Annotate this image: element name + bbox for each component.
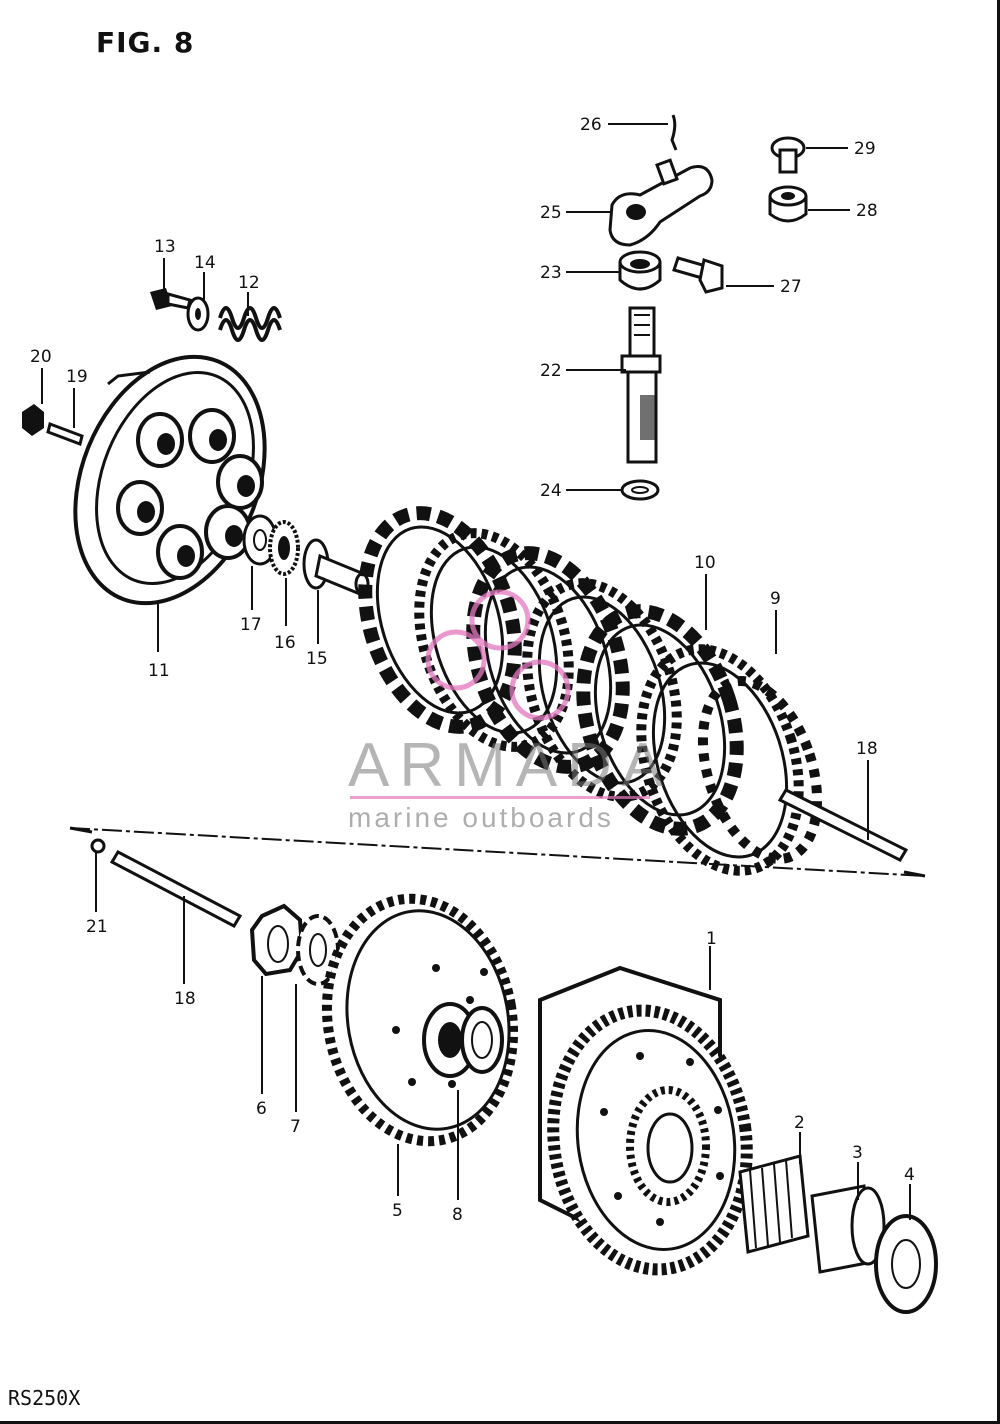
clutch-spring-12 <box>218 306 282 342</box>
push-piece-15 <box>302 538 370 597</box>
callout-14: 14 <box>194 253 216 273</box>
pressure-plate-11 <box>73 354 267 606</box>
washer-24 <box>620 479 660 501</box>
callout-28: 28 <box>856 201 878 221</box>
callout-1: 1 <box>706 929 717 949</box>
leader-lines <box>41 123 911 1220</box>
callout-15: 15 <box>306 649 328 669</box>
frame-right <box>997 0 1000 1424</box>
cushion-28 <box>768 185 808 223</box>
callout-20: 20 <box>30 347 52 367</box>
watermark-tagline: marine outboards <box>348 802 614 833</box>
clutch-sleeve-hub-5 <box>321 893 519 1147</box>
callout-10: 10 <box>694 553 716 573</box>
callout-16: 16 <box>274 633 296 653</box>
callout-19: 19 <box>66 367 88 387</box>
spacer-3 <box>810 1184 886 1274</box>
cotter-pin-26 <box>670 114 678 151</box>
callout-6: 6 <box>256 1099 267 1119</box>
callout-7: 7 <box>290 1117 301 1137</box>
callout-4: 4 <box>904 1165 915 1185</box>
callout-27: 27 <box>780 277 802 297</box>
nut-20 <box>22 404 44 436</box>
callout-18b: 18 <box>174 989 196 1009</box>
callout-12: 12 <box>238 273 260 293</box>
washer-14 <box>186 296 210 332</box>
ball-21 <box>90 838 106 854</box>
thrust-washer-4 <box>874 1214 938 1314</box>
push-rod-18-lower <box>109 850 243 928</box>
callout-17: 17 <box>240 615 262 635</box>
oil-seal-23 <box>618 250 662 291</box>
frame-bottom <box>0 1421 1000 1424</box>
washer-17 <box>242 514 278 566</box>
callout-25: 25 <box>540 203 562 223</box>
callout-22: 22 <box>540 361 562 381</box>
clutch-housing-1 <box>538 965 753 1276</box>
release-shaft-22 <box>620 306 662 464</box>
watermark-emblem <box>425 589 571 721</box>
model-code: RS250X <box>8 1386 81 1410</box>
callout-21: 21 <box>86 917 108 937</box>
callout-29: 29 <box>854 139 876 159</box>
callout-26: 26 <box>580 115 602 135</box>
watermark-divider <box>350 796 650 799</box>
release-lever-25 <box>608 158 714 247</box>
callout-23: 23 <box>540 263 562 283</box>
bolt-13 <box>150 288 192 310</box>
watermark-brand: ARMADA <box>348 731 674 800</box>
lock-washer-7 <box>296 914 340 986</box>
callout-9: 9 <box>770 589 781 609</box>
callout-18a: 18 <box>856 739 878 759</box>
push-rod-18-upper <box>777 788 909 862</box>
thrust-bearing-16 <box>268 520 300 576</box>
needle-bearing-2 <box>738 1154 810 1254</box>
callout-2: 2 <box>794 1113 805 1133</box>
bolt-27 <box>672 256 724 294</box>
callout-13: 13 <box>154 237 176 257</box>
callout-11: 11 <box>148 661 170 681</box>
nut-6 <box>249 903 305 977</box>
callout-3: 3 <box>852 1143 863 1163</box>
adjuster-screw-19 <box>46 422 84 446</box>
section-divider <box>69 827 926 877</box>
clutch-plate-stack <box>358 506 823 876</box>
washer-8 <box>460 1006 504 1074</box>
callout-labels: 26 25 23 22 24 27 29 28 13 14 12 20 19 1… <box>30 115 915 1225</box>
callout-24: 24 <box>540 481 562 501</box>
figure-title: FIG. 8 <box>96 26 195 59</box>
callout-5: 5 <box>392 1201 403 1221</box>
callout-8: 8 <box>452 1205 463 1225</box>
screw-29 <box>770 136 806 174</box>
